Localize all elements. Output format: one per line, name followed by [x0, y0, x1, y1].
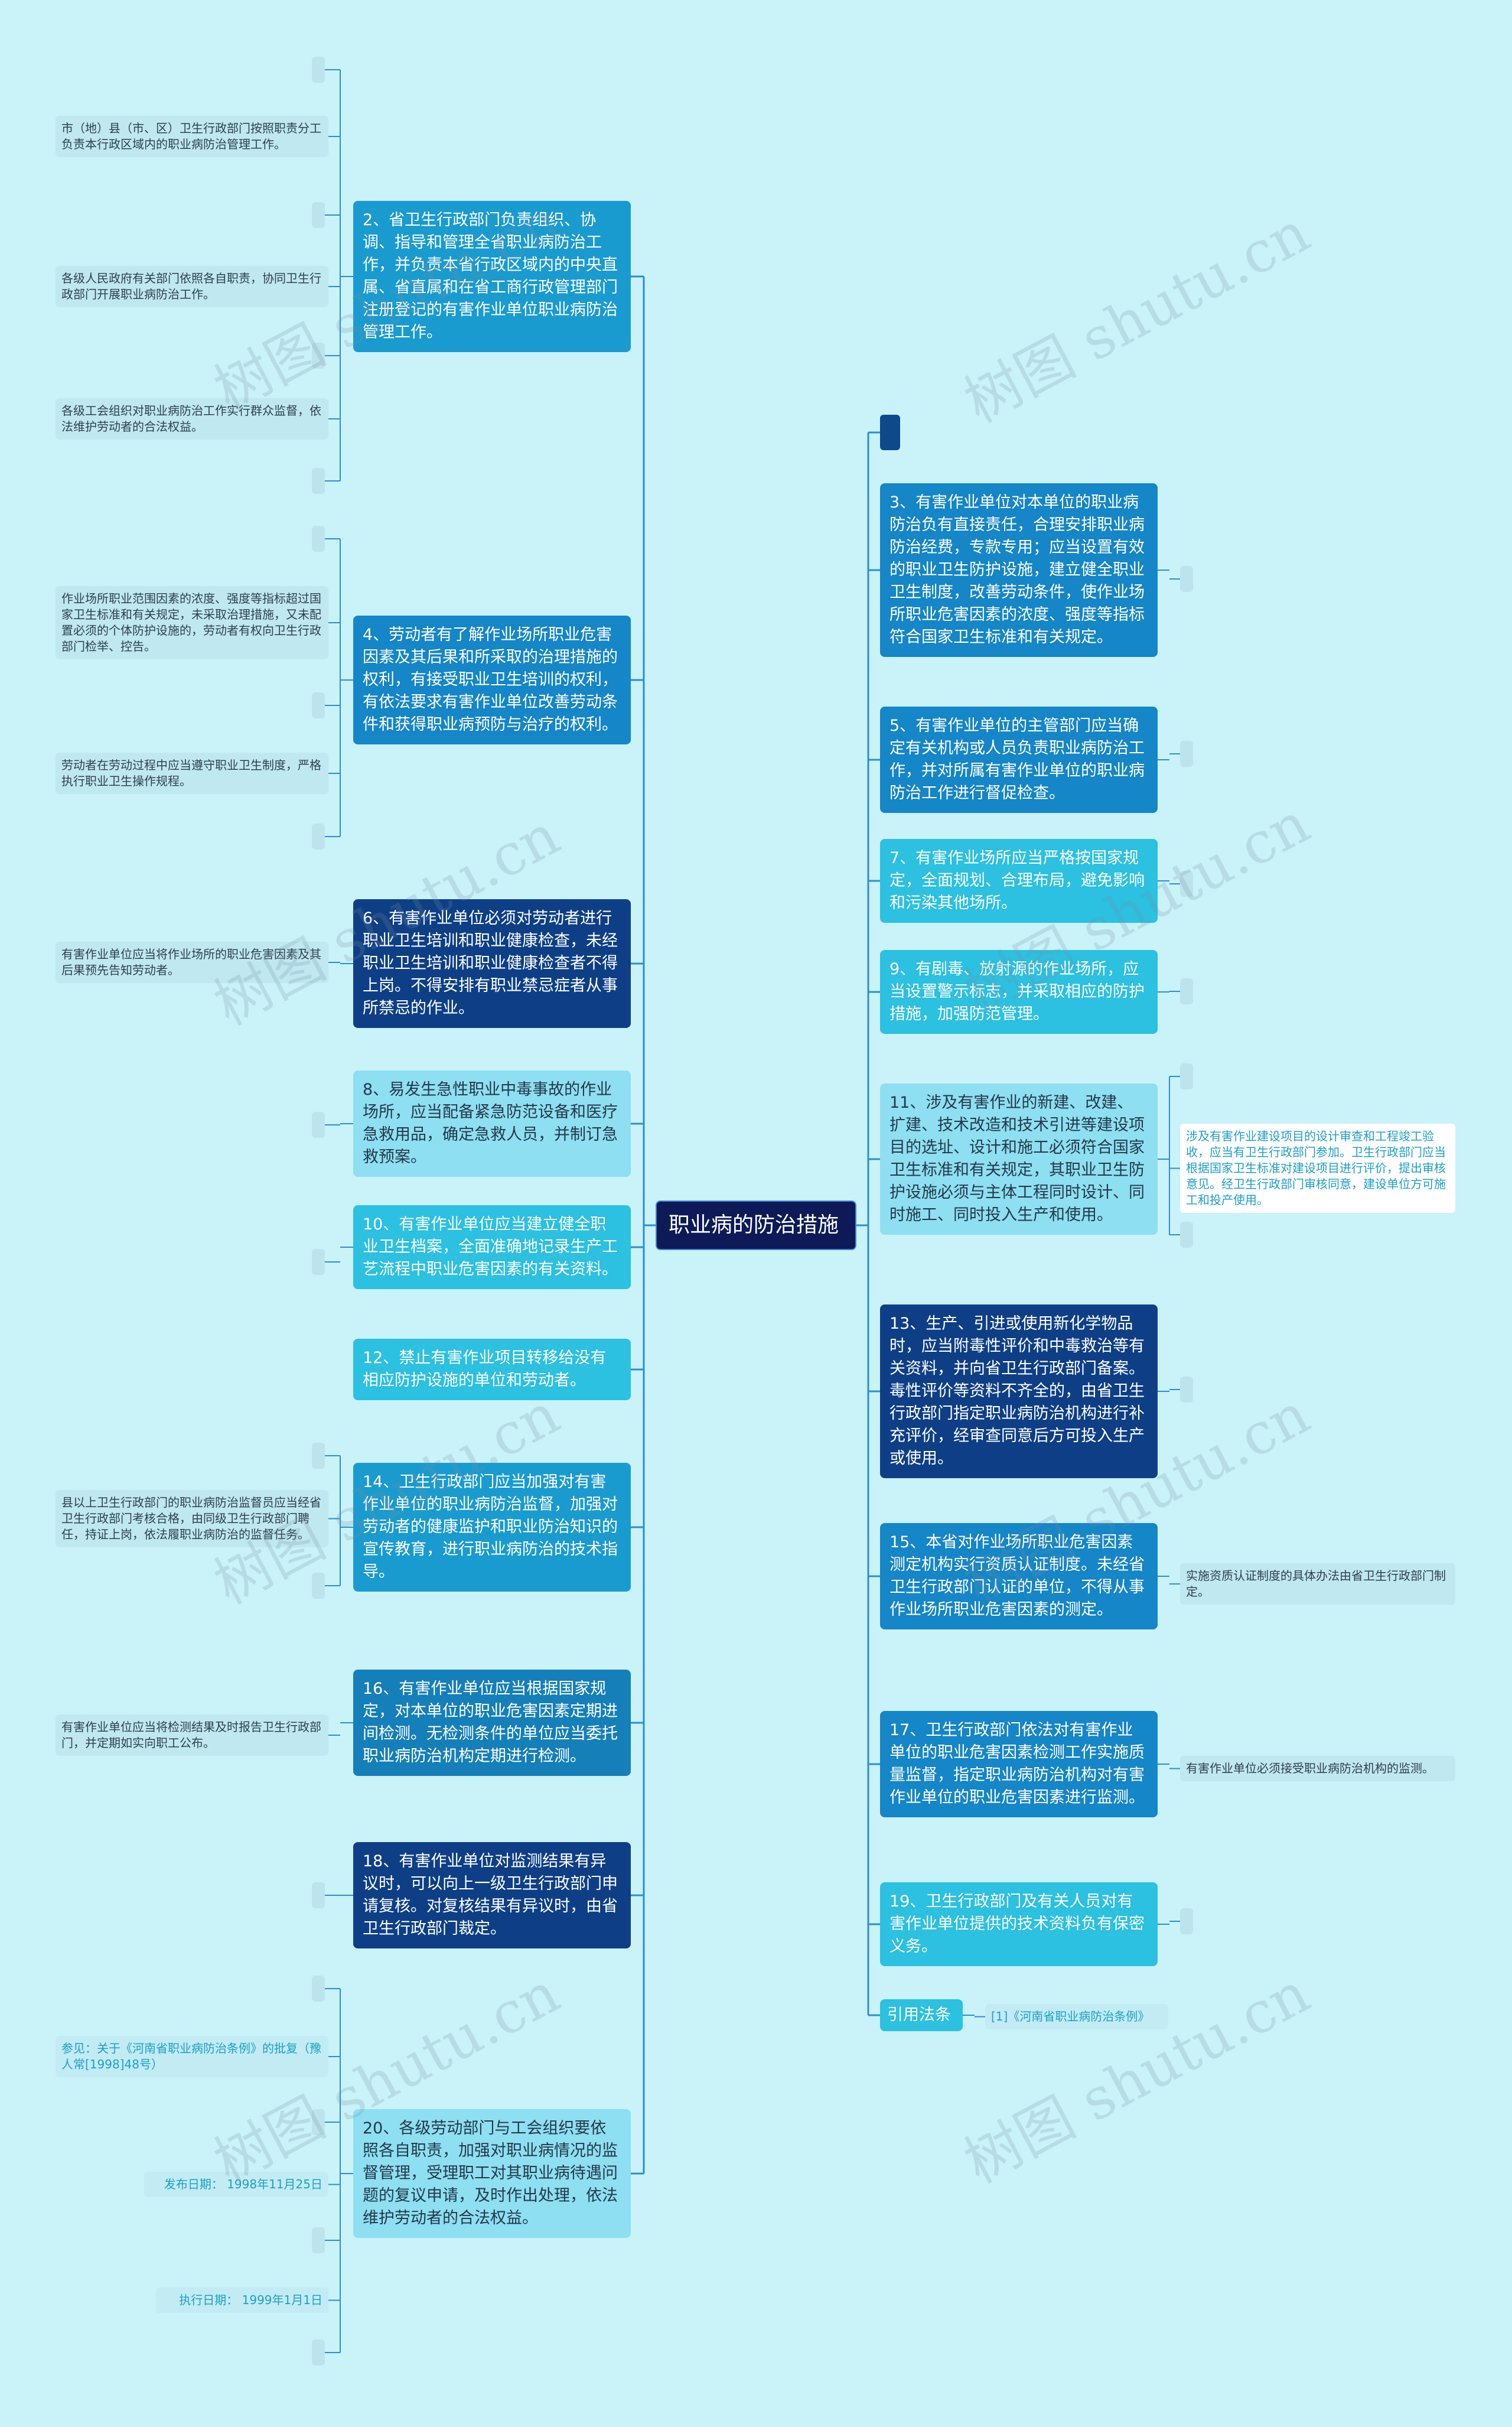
- right-node-7[interactable]: 7、有害作业场所应当严格按国家规定，全面规划、合理布局，避免影响和污染其他场所。: [880, 839, 1158, 923]
- left-node-20[interactable]: 20、各级劳动部门与工会组织要依照各自职责，加强对职业病情况的监督管理，受理职工…: [353, 2109, 631, 2238]
- stub-l16: [312, 2340, 325, 2366]
- stub-l9: [312, 1249, 325, 1275]
- leaf-11a: 涉及有害作业建设项目的设计审查和工程竣工验收，应当有卫生行政部门参加。卫生行政部…: [1180, 1124, 1455, 1213]
- right-node-citation[interactable]: 引用法条: [880, 1999, 963, 2031]
- left-node-4[interactable]: 4、劳动者有了解作业场所职业危害因素及其后果和所采取的治理措施的权利，有接受职业…: [353, 616, 631, 744]
- right-empty-node[interactable]: [880, 415, 900, 450]
- stub-r5: [1180, 1063, 1193, 1089]
- stub-l6: [312, 692, 325, 718]
- stub-l4: [312, 468, 325, 494]
- stub-l14: [312, 2109, 325, 2135]
- right-node-3[interactable]: 3、有害作业单位对本单位的职业病防治负有直接责任，合理安排职业病防治经费，专款专…: [880, 483, 1158, 657]
- leaf-15a: 实施资质认证制度的具体办法由省卫生行政部门制定。: [1180, 1563, 1455, 1605]
- right-node-17[interactable]: 17、卫生行政部门依法对有害作业单位的职业危害因素检测工作实施质量监督，指定职业…: [880, 1711, 1158, 1817]
- stub-r4: [1180, 978, 1193, 1004]
- stub-l12: [312, 1882, 325, 1908]
- leaf-20-effective-date: 执行日期： 1999年1月1日: [156, 2288, 328, 2313]
- right-node-5[interactable]: 5、有害作业单位的主管部门应当确定有关机构或人员负责职业病防治工作，并对所属有害…: [880, 707, 1158, 813]
- leaf-14a: 县以上卫生行政部门的职业病防治监督员应当经省卫生行政部门考核合格，由同级卫生行政…: [56, 1490, 328, 1547]
- stub-l13: [312, 1976, 325, 2002]
- left-node-2[interactable]: 2、省卫生行政部门负责组织、协调、指导和管理全省职业病防治工作，并负责本省行政区…: [353, 201, 631, 352]
- leaf-20-reference[interactable]: 参见：关于《河南省职业病防治条例》的批复（豫人常[1998]48号）: [56, 2036, 328, 2077]
- left-node-12[interactable]: 12、禁止有害作业项目转移给没有相应防护设施的单位和劳动者。: [353, 1339, 631, 1400]
- right-node-11[interactable]: 11、涉及有害作业的新建、改建、扩建、技术改造和技术引进等建设项目的选址、设计和…: [880, 1084, 1158, 1235]
- leaf-citation-1[interactable]: [1]《河南省职业病防治条例》: [985, 2004, 1168, 2029]
- stub-l1: [312, 57, 325, 83]
- stub-r8: [1180, 1908, 1193, 1934]
- stub-r3: [1180, 871, 1193, 897]
- left-node-10[interactable]: 10、有害作业单位应当建立健全职业卫生档案，全面准确地记录生产工艺流程中职业危害…: [353, 1205, 631, 1289]
- stub-r2: [1180, 741, 1193, 767]
- stub-r1: [1180, 566, 1193, 592]
- stub-l5: [312, 526, 325, 552]
- stub-l3: [312, 343, 325, 369]
- stub-l15: [312, 2227, 325, 2253]
- leaf-20-publish-date: 发布日期： 1998年11月25日: [144, 2172, 328, 2197]
- stub-l2: [312, 202, 325, 228]
- stub-r7: [1180, 1377, 1193, 1403]
- root-node[interactable]: 职业病的防治措施: [656, 1201, 856, 1250]
- left-node-16[interactable]: 16、有害作业单位应当根据国家规定，对本单位的职业危害因素定期进间检测。无检测条…: [353, 1670, 631, 1776]
- right-node-9[interactable]: 9、有剧毒、放射源的作业场所，应当设置警示标志，并采取相应的防护措施，加强防范管…: [880, 950, 1158, 1034]
- leaf-6a: 有害作业单位应当将作业场所的职业危害因素及其后果预先告知劳动者。: [56, 942, 328, 983]
- left-node-8[interactable]: 8、易发生急性职业中毒事故的作业场所，应当配备紧急防范设备和医疗急救用品，确定急…: [353, 1071, 631, 1177]
- leaf-4b: 劳动者在劳动过程中应当遵守职业卫生制度，严格执行职业卫生操作规程。: [56, 753, 328, 794]
- left-node-18[interactable]: 18、有害作业单位对监测结果有异议时，可以向上一级卫生行政部门申请复核。对复核结…: [353, 1842, 631, 1948]
- leaf-17a: 有害作业单位必须接受职业病防治机构的监测。: [1180, 1756, 1455, 1781]
- leaf-2c: 各级工会组织对职业病防治工作实行群众监督，依法维护劳动者的合法权益。: [56, 398, 328, 440]
- left-node-6[interactable]: 6、有害作业单位必须对劳动者进行职业卫生培训和职业健康检查，未经职业卫生培训和职…: [353, 899, 631, 1028]
- stub-l10: [312, 1443, 325, 1469]
- stub-r6: [1180, 1222, 1193, 1248]
- right-node-19[interactable]: 19、卫生行政部门及有关人员对有害作业单位提供的技术资料负有保密义务。: [880, 1882, 1158, 1966]
- leaf-16a: 有害作业单位应当将检测结果及时报告卫生行政部门，并定期如实向职工公布。: [56, 1714, 328, 1756]
- leaf-4a: 作业场所职业范围因素的浓度、强度等指标超过国家卫生标准和有关规定，未采取治理措施…: [56, 586, 328, 659]
- right-node-15[interactable]: 15、本省对作业场所职业危害因素测定机构实行资质认证制度。未经省卫生行政部门认证…: [880, 1523, 1158, 1629]
- leaf-2a: 市（地）县（市、区）卫生行政部门按照职责分工负责本行政区域内的职业病防治管理工作…: [56, 116, 328, 157]
- left-node-14[interactable]: 14、卫生行政部门应当加强对有害作业单位的职业病防治监督，加强对劳动者的健康监护…: [353, 1463, 631, 1592]
- stub-l7: [312, 824, 325, 850]
- stub-l11: [312, 1573, 325, 1599]
- right-node-13[interactable]: 13、生产、引进或使用新化学物品时，应当附毒性评价和中毒救治等有关资料，并向省卫…: [880, 1304, 1158, 1478]
- stub-l8: [312, 1112, 325, 1138]
- leaf-2b: 各级人民政府有关部门依照各自职责，协同卫生行政部门开展职业病防治工作。: [56, 266, 328, 307]
